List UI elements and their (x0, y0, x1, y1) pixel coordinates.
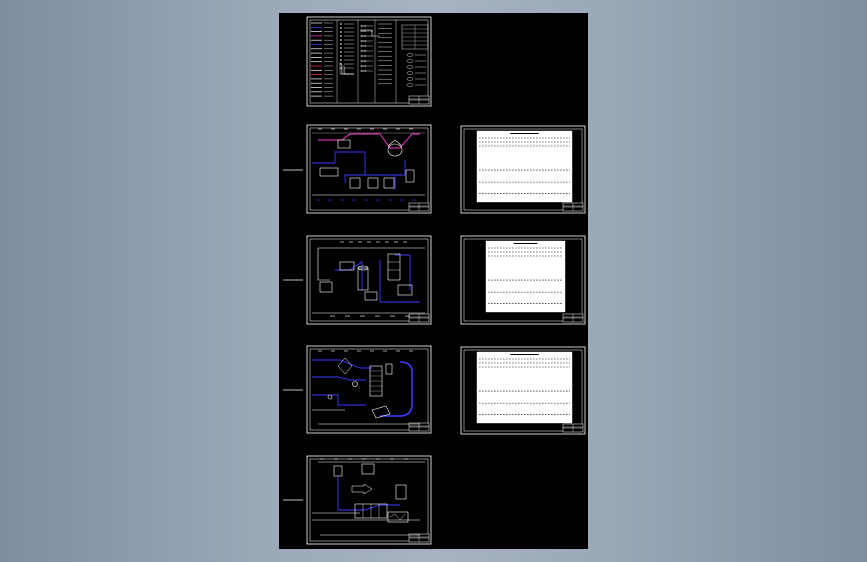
pump (352, 381, 358, 387)
table-sheet-paper (485, 240, 566, 313)
legend-symbol (339, 30, 343, 34)
process-flow-sheet-2 (306, 235, 432, 325)
legend-valve-symbol (360, 44, 367, 48)
legend-symbol (339, 42, 343, 46)
sheet-inner-border (309, 238, 429, 322)
vessel (387, 143, 403, 157)
sheet-inner-border (309, 348, 429, 431)
legend-symbol (339, 38, 343, 42)
legend-valve-symbol (360, 54, 367, 58)
return-loop-pipe (380, 361, 413, 417)
sheet-inner-border (463, 238, 583, 322)
legend-pipe-symbol (360, 29, 380, 37)
separator (337, 357, 353, 375)
legend-instrument-symbol (406, 59, 414, 63)
table-sheet-paper (476, 351, 573, 424)
legend-symbol (339, 54, 343, 58)
conveyor (387, 511, 409, 523)
instrument (385, 363, 393, 375)
legend-valve-symbol (360, 59, 367, 63)
pump (327, 394, 333, 400)
conveyor-symbol (389, 513, 406, 521)
sheet-inner-border (309, 19, 429, 104)
sheet-inner-border (309, 127, 429, 211)
legend-instrument-symbol (406, 71, 414, 75)
filter (371, 405, 391, 419)
legend-instrument-symbol (406, 53, 414, 57)
process-pipe-run (344, 174, 396, 190)
tank (364, 291, 378, 301)
legend-instrument-symbol (406, 77, 414, 81)
sheet-inner-border (309, 458, 429, 542)
legend-valve-symbol (360, 49, 367, 53)
sheet-inner-border (463, 349, 583, 432)
legend-sheet (306, 16, 432, 107)
legend-symbol (339, 58, 343, 62)
legend-valve-symbol (360, 39, 367, 43)
vessel-head (387, 139, 403, 147)
sheet-inner-border (463, 128, 583, 211)
process-pipe-run (379, 260, 420, 303)
heat-exchanger (339, 261, 355, 271)
table-sheet-paper (476, 130, 573, 203)
legend-instrument-symbol (406, 83, 414, 87)
tank (349, 177, 361, 189)
process-pipe-run (312, 151, 406, 176)
column (405, 169, 415, 183)
reactor-head (357, 265, 369, 271)
flow-arrow (351, 483, 373, 495)
pump-skid (319, 281, 333, 293)
process-pipe-run (312, 376, 366, 381)
process-pipe-run (312, 394, 366, 406)
legend-symbol (339, 34, 343, 38)
hot-pipe-run (318, 133, 420, 149)
legend-valve-symbol (360, 34, 367, 38)
legend-valve-symbol (360, 69, 367, 73)
legend-symbol (339, 26, 343, 30)
process-pipe-run (337, 476, 400, 511)
legend-bracket (344, 66, 354, 75)
process-flow-sheet-4 (306, 455, 432, 545)
legend-symbol (339, 50, 343, 54)
tank (397, 284, 413, 296)
legend-valve-symbol (360, 64, 367, 68)
vessel (395, 484, 407, 500)
equipment-table-sheet-3 (460, 346, 586, 435)
legend-symbol (339, 46, 343, 50)
sheet-outer-border (306, 345, 432, 434)
reactor (357, 267, 369, 291)
legend-symbol (339, 22, 343, 26)
heat-exchanger (337, 139, 351, 149)
process-flow-sheet-3 (306, 345, 432, 434)
tank (383, 177, 395, 189)
pipe-run (317, 248, 330, 281)
tank (361, 463, 375, 475)
process-flow-sheet-1 (306, 124, 432, 214)
equipment-table-sheet-1 (460, 125, 586, 214)
tank (367, 177, 379, 189)
column (387, 253, 401, 281)
legend-instrument-symbol (406, 65, 414, 69)
sheet-outer-border (306, 455, 432, 545)
equipment-table-sheet-2 (460, 235, 586, 325)
pump-skid (319, 167, 339, 177)
legend-valve-symbol (360, 24, 367, 28)
